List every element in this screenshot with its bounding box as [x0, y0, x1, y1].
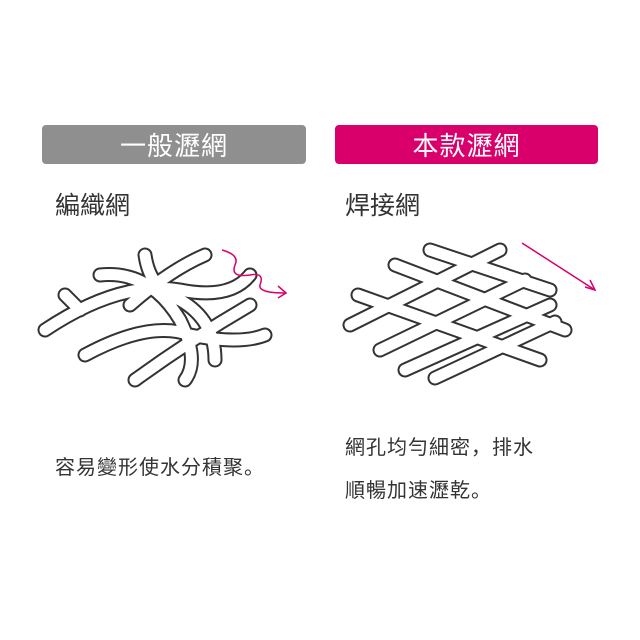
- woven-mesh-illustration: [37, 247, 273, 388]
- description-line: 順暢加速瀝乾。: [345, 478, 492, 502]
- welded-mesh-label: 焊接網: [345, 191, 421, 220]
- straight-arrow-icon: [521, 242, 597, 292]
- welded-mesh-illustration: [342, 242, 573, 386]
- general-mesh-header: 一般瀝網: [42, 125, 306, 164]
- woven-mesh-label: 編織網: [55, 191, 131, 220]
- woven-mesh-description: 容易變形使水分積聚。: [55, 455, 265, 479]
- this-mesh-header: 本款瀝網: [335, 125, 598, 164]
- description-line: 網孔均勻細密，排水: [345, 435, 534, 459]
- wavy-arrow-icon: [221, 249, 288, 299]
- welded-mesh-description: 網孔均勻細密，排水 順暢加速瀝乾。: [345, 426, 534, 512]
